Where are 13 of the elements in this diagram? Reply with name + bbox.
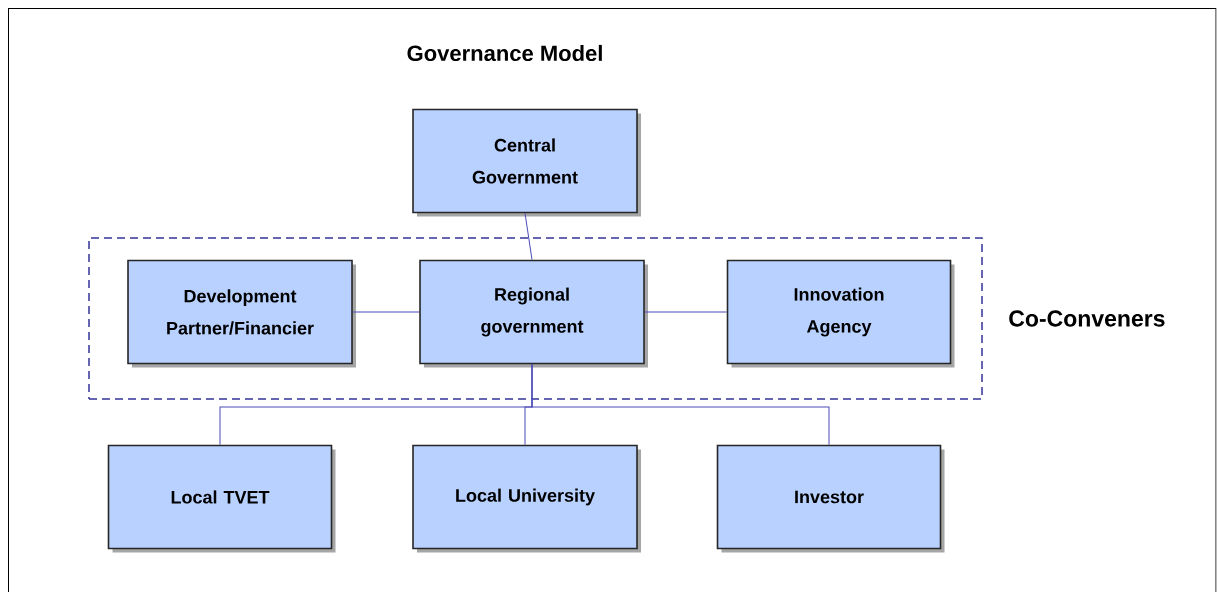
connector-line bbox=[531, 363, 830, 446]
process-box: Investor bbox=[716, 444, 945, 553]
process-box: Regional government bbox=[419, 259, 648, 368]
process-box: Development Partner/Financier bbox=[127, 259, 356, 368]
connector-line bbox=[352, 311, 420, 313]
connector-line bbox=[644, 311, 728, 313]
process-box: Local TVET bbox=[107, 444, 336, 553]
connector-line bbox=[524, 212, 533, 261]
node-label: Co-Conveners bbox=[1009, 310, 1165, 327]
process-box: Local University bbox=[412, 444, 641, 553]
title: Governance Model bbox=[407, 44, 602, 62]
process-box: Central Government bbox=[412, 108, 641, 217]
process-box: Innovation Agency bbox=[726, 259, 955, 368]
